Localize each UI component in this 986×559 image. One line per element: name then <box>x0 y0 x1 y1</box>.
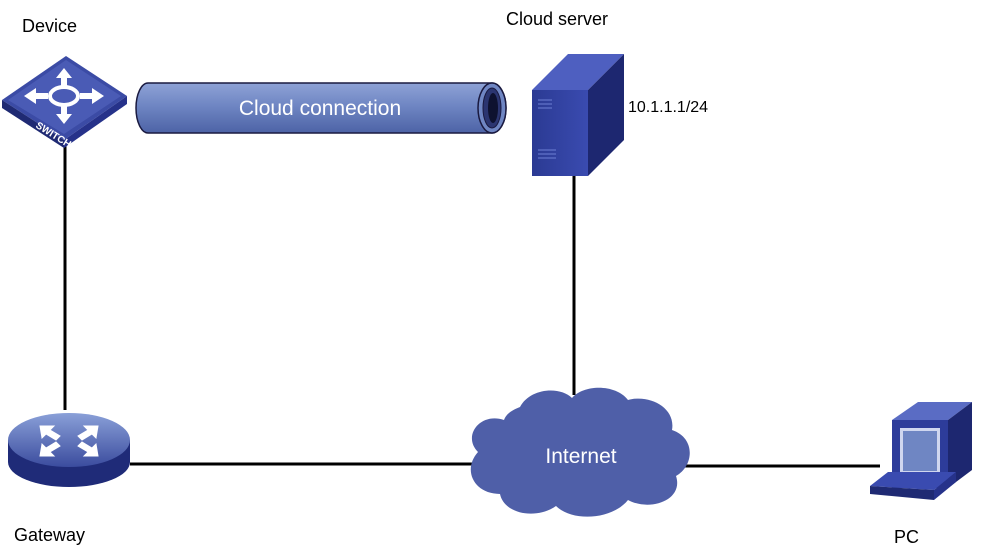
cloud-server-label: Cloud server <box>506 9 609 29</box>
server-icon[interactable] <box>532 54 624 176</box>
pc-icon[interactable] <box>870 402 972 500</box>
device-label: Device <box>22 16 78 36</box>
cloud-connection-tube: Cloud connection <box>135 82 507 134</box>
internet-cloud-icon: Internet <box>470 387 690 517</box>
cloud-connection-label: Cloud connection <box>239 97 401 120</box>
gateway-label: Gateway <box>14 525 86 545</box>
server-ip-label: 10.1.1.1/24 <box>628 99 709 116</box>
internet-label: Internet <box>545 445 616 468</box>
router-icon[interactable] <box>8 413 130 487</box>
switch-icon[interactable]: SWITCH <box>2 56 127 150</box>
links <box>63 140 880 468</box>
pc-label: PC <box>894 527 920 547</box>
